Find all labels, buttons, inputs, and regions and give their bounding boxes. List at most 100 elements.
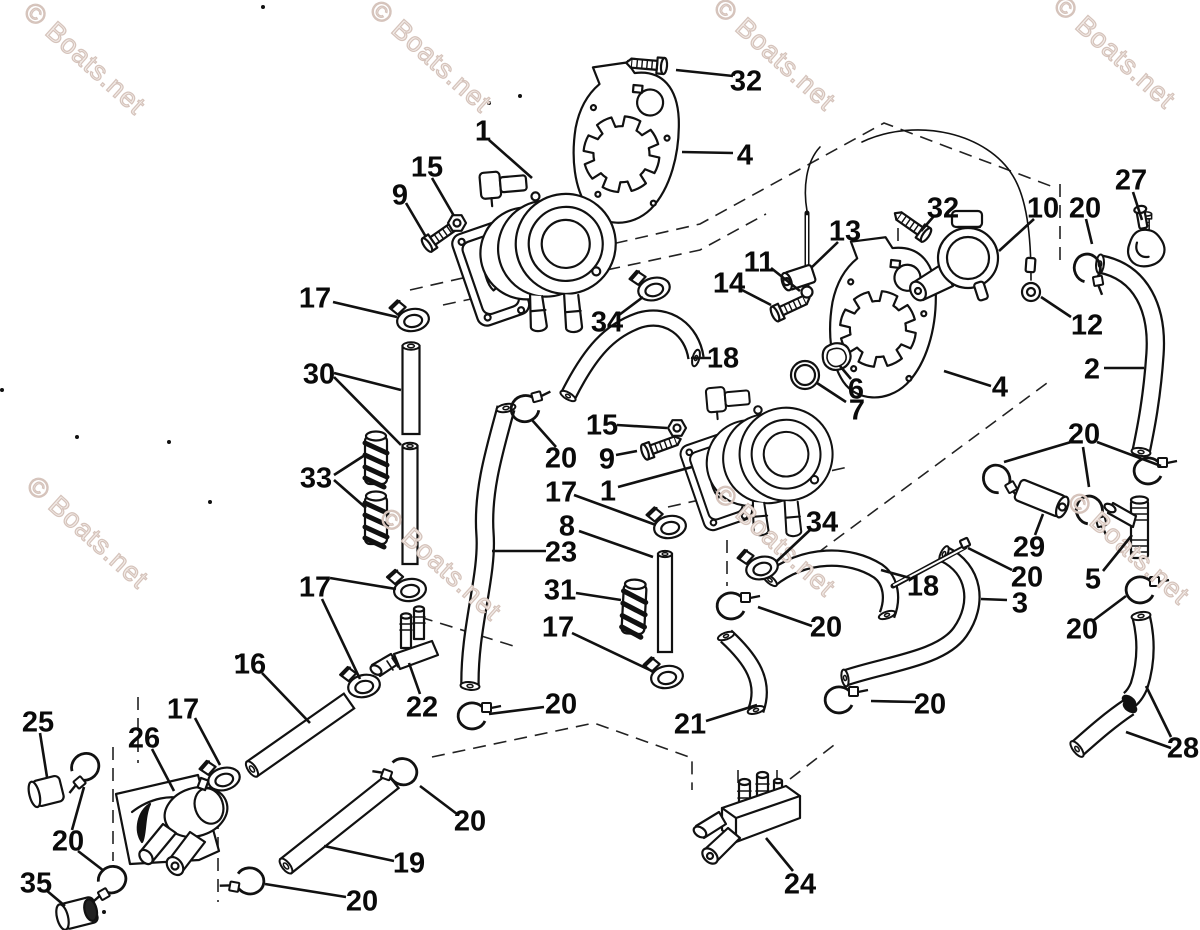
hose-clamp-17 [644,501,689,543]
part-callout-30-16: 30 [303,358,335,390]
part-callout-1-1: 1 [475,115,491,147]
leader-line-21 [705,703,758,723]
part-callout-20-38: 20 [1066,613,1098,645]
ink-speck [261,5,265,9]
leader-line-20 [1093,594,1127,622]
tie-clamp-20 [217,861,268,898]
leader-line-1 [488,139,533,179]
hose-fill [1098,256,1163,454]
leader-line-17 [332,300,398,319]
leader-line-34 [775,529,811,563]
part-callout-27-5: 27 [1115,164,1147,196]
pin-11-end [800,285,814,299]
tube-bore [248,765,256,773]
hose-end-opening [877,609,897,621]
part-callout-21-45: 21 [674,708,706,740]
leader-line-13 [810,241,839,269]
leader-line-30 [333,376,402,446]
exploded-view-dash-line [799,382,1048,567]
part-callout-17-36: 17 [299,571,331,603]
part-callout-24-54: 24 [784,868,816,900]
hose-clamp-17 [641,651,686,693]
leader-line-25 [38,732,49,778]
rod-highlight [893,547,965,586]
leader-line-11 [770,266,801,293]
leader-line-35 [45,889,66,907]
leader-line-28 [1144,685,1173,738]
boats-net-watermark: © Boats.net [1062,486,1195,610]
leader-line-20 [757,605,813,628]
tee-22-drawing [369,605,440,678]
leader-line-29 [1033,513,1045,536]
part-callout-20-49: 20 [454,805,486,837]
tie-buckle [958,536,972,550]
leader-line-27 [1131,191,1144,221]
part-callout-14-11: 14 [713,267,745,299]
ink-speck [0,388,4,392]
ring-terminal-12-hole [1025,286,1037,298]
fuel-filter-26-drawing [114,773,229,877]
part-callout-15-3: 15 [411,151,443,183]
leader-line-8 [578,529,654,559]
rigid-tube [245,692,356,778]
grommet-25-drawing [27,774,65,809]
leader-line-18 [880,568,911,580]
hose-end-opening [1130,610,1152,622]
leader-line-33 [333,479,367,509]
hose-end-opening [716,630,736,642]
leader-line-30 [333,371,402,392]
part-callout-11-10: 11 [744,246,775,278]
leader-line-9 [615,449,638,457]
part-callout-20-51: 20 [52,825,84,857]
nut-15 [666,419,688,437]
part-callout-35-52: 35 [20,867,52,899]
hose-end-opening [459,681,481,691]
leader-line-32 [675,68,734,78]
part-callout-32-8: 32 [927,192,959,224]
grommet-35-drawing [55,896,99,930]
ink-speck [75,435,79,439]
part-callout-20-40: 20 [810,611,842,643]
tube-bore [406,443,414,449]
leader-line-31 [575,591,622,602]
leader-line-6 [839,365,852,380]
tube-bore [406,343,416,349]
hose-bore [564,393,572,399]
artwork-layer [0,5,1179,930]
part-callout-17-42: 17 [167,693,199,725]
leader-line-5 [1101,534,1134,572]
hose-clamp-17 [385,564,429,605]
part-callout-20-22: 20 [1068,418,1100,450]
leader-line-20 [77,849,105,873]
ink-speck [235,655,239,659]
tube-end-opening [244,760,260,778]
cylinder-29-drawing [1013,478,1070,519]
part-callout-1-27: 1 [600,475,616,507]
leader-line-24 [764,837,795,872]
leader-line-20 [1081,446,1091,488]
ink-speck [518,94,522,98]
filter-31 [621,579,647,637]
leader-line-4 [943,369,992,388]
leader-line-34 [618,295,644,317]
hose-fill [721,631,766,713]
hose-bore [1073,745,1081,753]
hose-bore [502,405,510,411]
part-callout-17-13: 17 [299,282,331,314]
part-callout-34-14: 34 [591,306,623,338]
hose-bore [883,612,891,618]
part-callout-12-12: 12 [1071,309,1103,341]
hose-fill [462,406,514,687]
hose-end-opening [840,668,850,688]
ink-speck [167,440,171,444]
part-callout-5-32: 5 [1085,563,1101,595]
tie-clamp-20 [823,685,870,715]
leader-line-20 [488,705,545,716]
part-callout-13-9: 13 [829,215,861,247]
leader-line-20 [419,784,458,816]
part-callout-20-44: 20 [545,688,577,720]
manifold-24-drawing [692,770,802,865]
part-callout-6-18: 6 [848,373,864,405]
part-callout-17-26: 17 [545,476,577,508]
